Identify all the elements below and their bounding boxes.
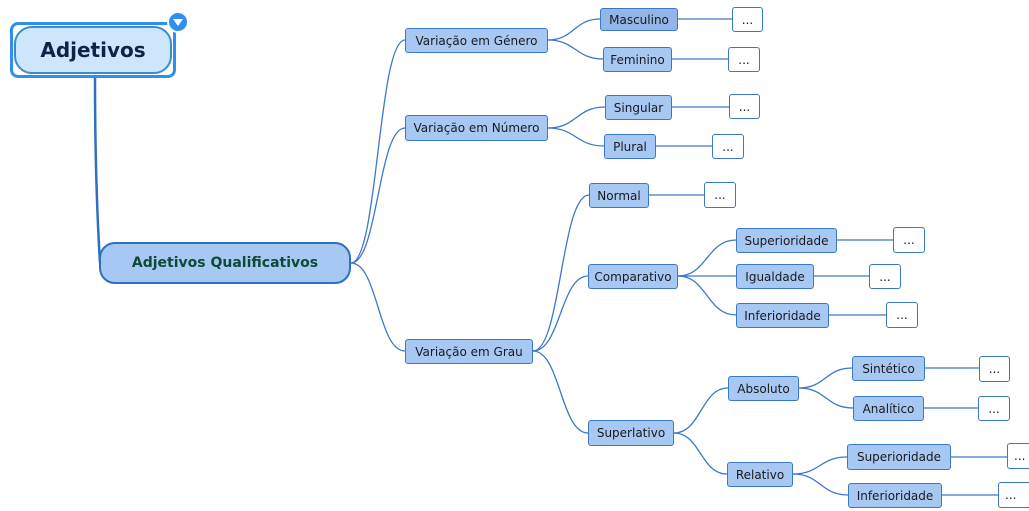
note-comp-superioridade[interactable]: ... [893,227,925,253]
topic-rel-inferioridade[interactable]: Inferioridade [848,483,942,508]
topic-relativo[interactable]: Relativo [727,462,793,487]
topic-plural[interactable]: Plural [604,134,656,159]
connector-main-genero [350,39,406,264]
root-node[interactable]: Adjetivos [14,26,172,74]
collapse-button[interactable] [167,11,189,33]
topic-singular[interactable]: Singular [605,95,672,120]
note-feminino[interactable]: ... [728,47,760,72]
topic-superlativo[interactable]: Superlativo [588,420,674,446]
topic-rel-superioridade[interactable]: Superioridade [847,444,951,470]
topic-feminino[interactable]: Feminino [603,47,672,72]
note-rel-inferioridade[interactable]: ... [998,482,1029,508]
topic-masculino[interactable]: Masculino [600,8,678,31]
connector-comp-inferioridade [677,275,737,316]
topic-sintetico[interactable]: Sintético [852,356,925,381]
root-to-main-connector [93,77,102,264]
note-normal[interactable]: ... [704,182,736,208]
topic-variacao-grau[interactable]: Variação em Grau [405,339,533,364]
topic-comp-superioridade[interactable]: Superioridade [736,228,837,253]
topic-variacao-genero[interactable]: Variação em Género [405,28,548,53]
connector-relativo-inferioridade [792,473,849,496]
topic-comparativo[interactable]: Comparativo [588,264,678,289]
main-topic-node[interactable]: Adjetivos Qualificativos [99,242,351,284]
note-singular[interactable]: ... [729,94,760,119]
note-comp-inferioridade[interactable]: ... [886,302,918,328]
connector-main-grau [350,262,406,352]
topic-analitico[interactable]: Analítico [853,396,924,421]
connector-relativo-superioridade [792,456,848,475]
connector-superlativo-absoluto [673,387,729,434]
topic-comp-inferioridade[interactable]: Inferioridade [736,303,829,328]
note-rel-superioridade[interactable]: ... [1007,443,1029,469]
topic-comp-igualdade[interactable]: Igualdade [736,264,814,289]
note-sintetico[interactable]: ... [979,356,1010,382]
connector-absoluto-sintetico [798,367,853,389]
triangle-down-icon [173,19,183,26]
connector-numero-singular [547,106,606,129]
topic-normal[interactable]: Normal [589,183,649,208]
connector-main-numero [350,127,406,264]
connector-genero-feminino [547,39,604,60]
connector-grau-normal [532,194,590,352]
connector-comp-superioridade [677,239,737,277]
connector-grau-comparativo [532,275,589,352]
connector-absoluto-analitico [798,387,854,409]
note-masculino[interactable]: ... [732,7,763,32]
connector-grau-superlativo [532,350,589,434]
connector-numero-plural [547,127,605,147]
topic-variacao-numero[interactable]: Variação em Número [405,115,548,141]
connector-genero-masculino [547,18,601,41]
topic-absoluto[interactable]: Absoluto [728,376,799,401]
note-comp-igualdade[interactable]: ... [869,264,901,289]
note-plural[interactable]: ... [712,134,744,159]
note-analitico[interactable]: ... [978,396,1010,421]
connector-superlativo-relativo [673,432,728,475]
